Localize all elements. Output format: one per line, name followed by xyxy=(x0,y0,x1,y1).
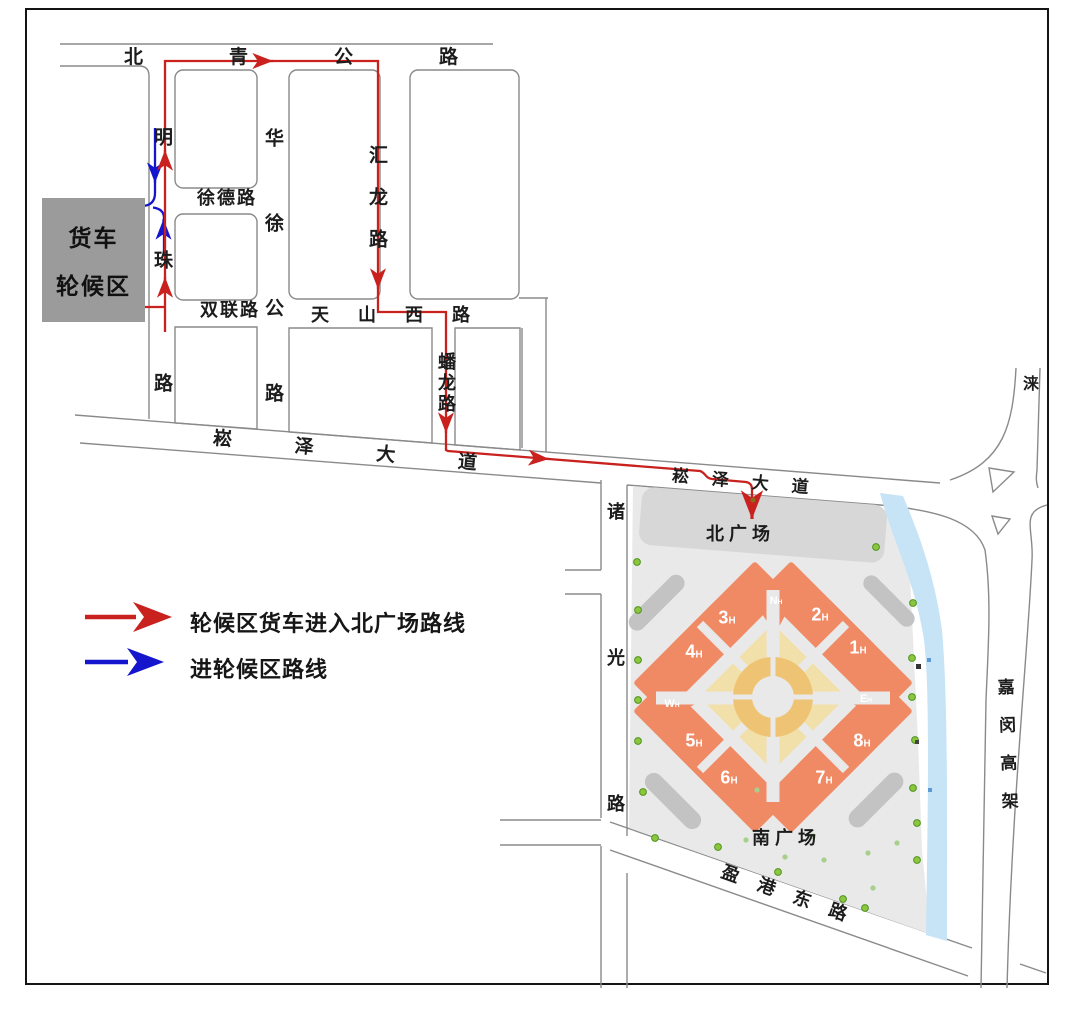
hall-label-6h: 6H xyxy=(720,767,738,788)
hall-label-1h: 1H xyxy=(849,637,867,658)
songze-avenue xyxy=(74,414,990,989)
road-label-tianshanxi: 天山西路 xyxy=(311,305,499,325)
road-label-lai: 涞 xyxy=(1023,376,1040,393)
legend-blue-arrow xyxy=(85,648,164,676)
tree-dots xyxy=(633,543,921,912)
legend-red-arrow xyxy=(85,602,172,632)
entrance-label-east: EH xyxy=(859,693,873,705)
zhuguang-road xyxy=(500,480,628,988)
hall-label-2h: 2H xyxy=(811,604,829,625)
road-label-mingzhu: 明珠路 xyxy=(151,127,172,496)
road-label-zhuguang: 诸光路 xyxy=(605,502,625,940)
road-label-shuanglian: 双联路 xyxy=(200,300,260,320)
venue-grounds xyxy=(628,486,948,941)
waiting-area-line1: 货车 xyxy=(68,225,119,251)
waiting-area-line2: 轮候区 xyxy=(56,273,131,299)
hall-label-4h: 4H xyxy=(685,641,703,662)
hall-label-8h: 8H xyxy=(853,730,871,751)
road-label-huilong: 汇龙路 xyxy=(366,145,387,271)
hall-label-5h: 5H xyxy=(685,730,703,751)
road-label-panlong: 蟠龙路 xyxy=(436,352,456,415)
hall-label-3h: 3H xyxy=(718,607,736,628)
exhibition-halls xyxy=(634,562,912,832)
legend-red-label: 轮候区货车进入北广场路线 xyxy=(190,611,467,636)
hall-label-7h: 7H xyxy=(815,767,833,788)
north-plaza-label: 北广场 xyxy=(706,524,775,544)
micro-marks xyxy=(915,658,932,792)
jiamin-elevated-road xyxy=(949,367,1048,989)
south-plaza-label: 南广场 xyxy=(752,828,821,848)
road-label-xude: 徐德路 xyxy=(197,188,257,208)
truck-waiting-area: 货车 轮候区 xyxy=(42,198,145,322)
entrance-label-west: WH xyxy=(664,698,680,710)
road-label-huaxu: 华徐公路 xyxy=(262,128,283,468)
river xyxy=(880,493,948,941)
legend-blue-label: 进轮候区路线 xyxy=(190,657,329,682)
road-label-beiqing: 北青公路 xyxy=(124,47,545,68)
red-route xyxy=(142,52,764,519)
entrance-label-north: NH xyxy=(769,595,783,607)
map-border xyxy=(25,8,1049,985)
plaza-trees xyxy=(743,787,900,891)
